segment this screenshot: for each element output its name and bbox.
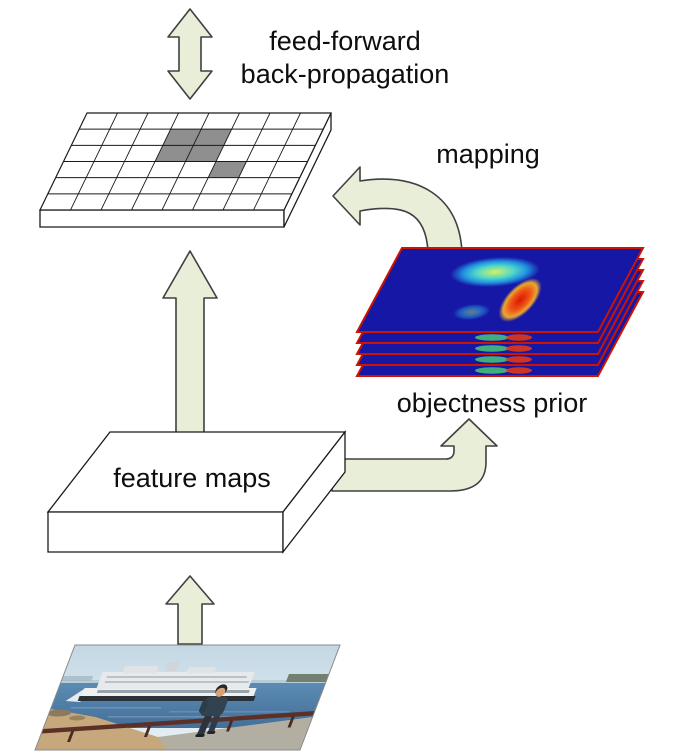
grid-active-cell	[155, 145, 194, 162]
heatmap-top-border	[355, 247, 645, 333]
grid-front-face	[39, 209, 285, 228]
prediction-grid-lines	[47, 113, 324, 210]
grid-active-cell	[193, 129, 232, 146]
photo-walkway	[157, 717, 313, 750]
grid-active-cell	[208, 161, 247, 178]
layer-color-sliver	[506, 345, 532, 352]
objectness-prior-stack: objectness prior	[355, 247, 645, 418]
photo-content	[34, 645, 340, 750]
grid-active-cell	[162, 129, 202, 146]
photo-person	[195, 684, 228, 737]
photo-sea-streak	[169, 711, 290, 713]
heatmap-hot-blob	[498, 278, 542, 322]
mapping-label: mapping	[436, 139, 540, 169]
photo-distant-trees	[285, 674, 329, 682]
photo-railing	[41, 711, 315, 742]
mapping-arrow	[332, 166, 463, 253]
photo-cruise-ship	[65, 662, 257, 702]
feature-maps-label: feature maps	[113, 463, 271, 493]
layer-color-sliver	[475, 356, 509, 363]
feature-maps-right-face	[282, 430, 346, 554]
photo-sea-streak	[70, 707, 162, 709]
photo-distant-shore	[61, 676, 94, 681]
prediction-grid-cells	[155, 129, 247, 178]
grid-active-cell	[185, 145, 224, 162]
input-image-outline	[34, 644, 341, 751]
feature-maps-front-face	[47, 511, 284, 553]
feature-maps-slab: feature maps	[46, 430, 347, 554]
photo-sea-streak	[107, 716, 258, 718]
photo-rocks	[47, 709, 72, 717]
prediction-grid	[39, 112, 332, 228]
feed-forward-label: feed-forward	[269, 26, 421, 56]
layer-color-sliver	[475, 345, 509, 352]
layer-color-sliver	[506, 334, 532, 341]
objectness-prior-label: objectness prior	[397, 388, 588, 418]
heatmap-cool-blob	[450, 257, 540, 287]
input-image	[34, 644, 341, 751]
layer-color-sliver	[475, 367, 509, 374]
heatmap-faint-blob	[453, 304, 491, 320]
feedforward-backprop-arrow	[167, 8, 213, 100]
layer-color-sliver	[475, 334, 509, 341]
feature-to-grid-arrow	[162, 250, 218, 437]
image-to-feature-arrow	[165, 575, 215, 645]
feature-to-objectness-arrow	[331, 418, 498, 492]
layer-color-sliver	[506, 356, 532, 363]
back-propagation-label: back-propagation	[241, 59, 450, 89]
heatmap-background	[357, 248, 643, 332]
layer-color-sliver	[506, 367, 532, 374]
objectness-heatmap-top	[357, 248, 643, 332]
photo-rocks	[69, 715, 86, 721]
